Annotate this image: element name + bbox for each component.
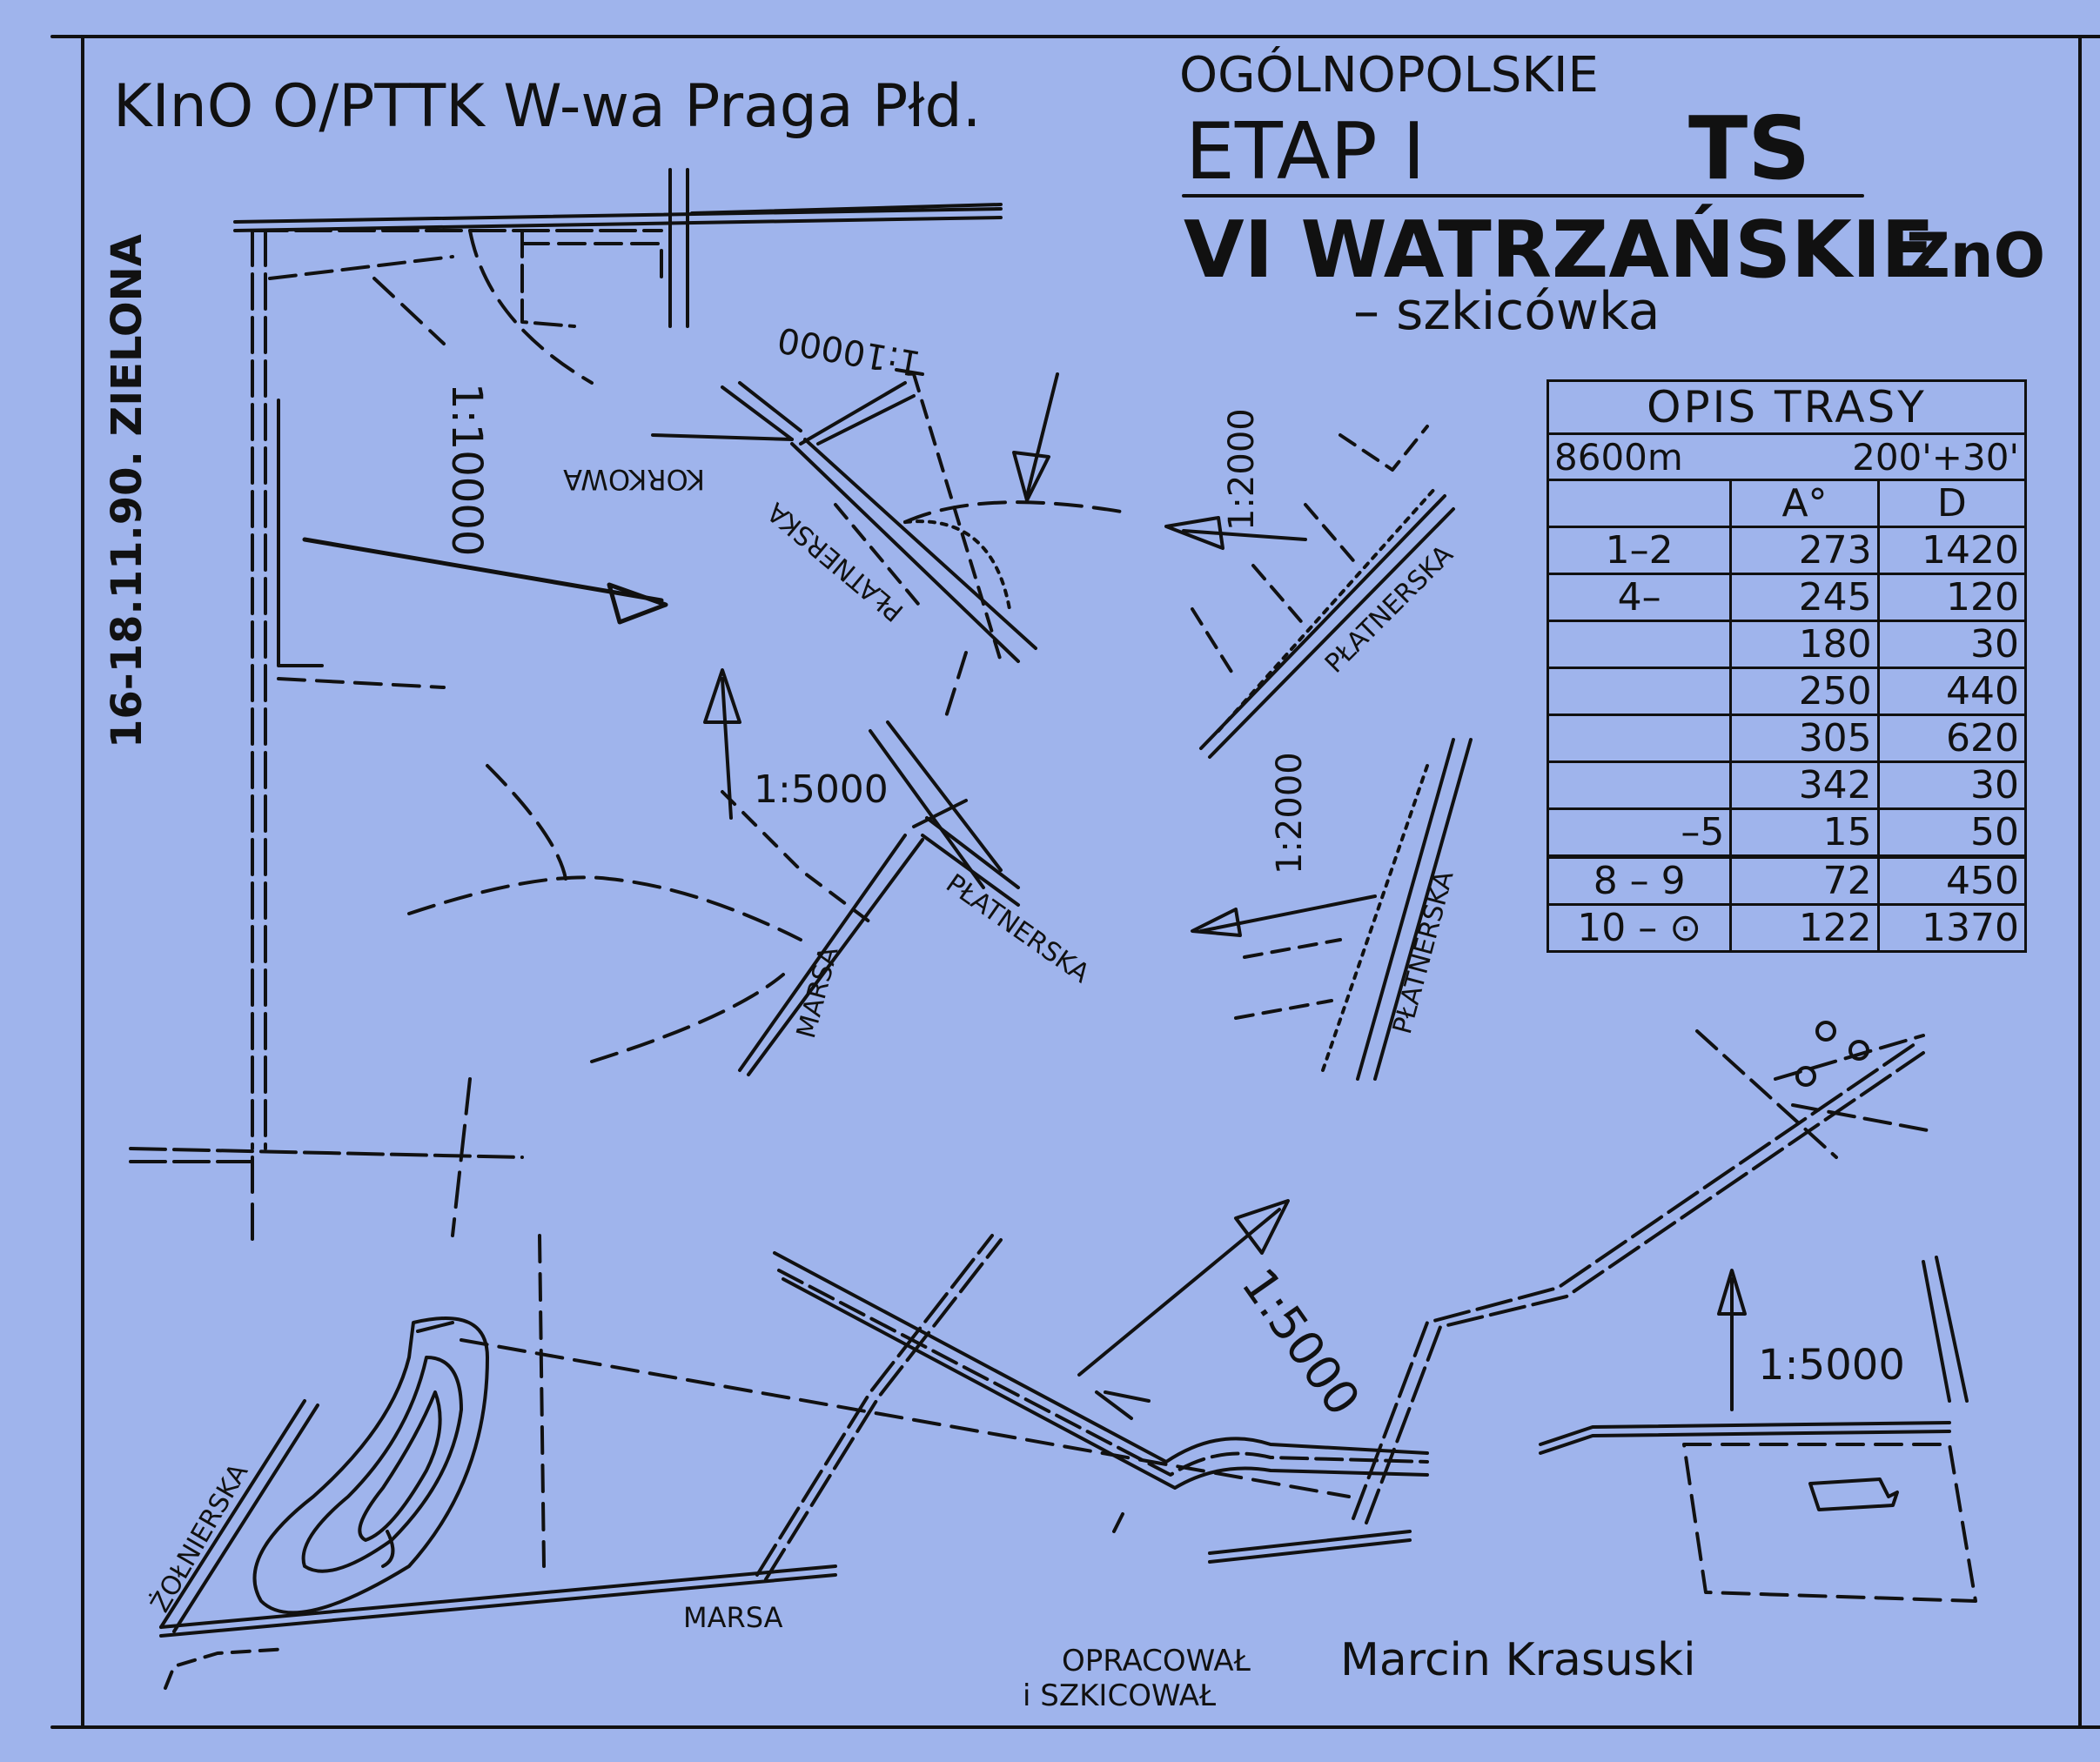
- footer-author: Marcin Krasuski: [1340, 1634, 1696, 1686]
- row-seg: –5: [1546, 807, 1733, 859]
- scale-2: 1:10000: [775, 318, 924, 383]
- row-distance: 30: [1876, 620, 2028, 669]
- row-seg: 4–: [1546, 573, 1733, 622]
- row-seg: [1546, 760, 1733, 810]
- finish-sketch: [1539, 1021, 1977, 1603]
- table-time: 200'+30': [1852, 435, 2019, 479]
- scale-3: 1:5000: [754, 767, 889, 812]
- title-line2: ETAP I: [1185, 106, 1426, 198]
- footer-line1: OPRACOWAŁ: [1062, 1644, 1251, 1678]
- row-distance: 30: [1876, 760, 2028, 810]
- street-platnerska-4: PŁATNERSKA: [1387, 868, 1460, 1037]
- row-distance: 1370: [1876, 903, 2028, 953]
- title-line4: – szkicówka: [1353, 281, 1660, 342]
- platnerska-sketch-lower: [1191, 738, 1473, 1081]
- row-seg: [1546, 667, 1733, 716]
- scale-6: 1:5000: [1231, 1258, 1371, 1425]
- table-header-distance: D: [1876, 479, 2028, 528]
- row-distance: 450: [1876, 855, 2028, 906]
- street-marsa-1: MARSA: [791, 943, 845, 1042]
- street-marsa-2: MARSA: [683, 1601, 783, 1634]
- row-seg: 8 – 9: [1546, 855, 1733, 906]
- row-seg: 10 – ⊙: [1546, 903, 1733, 953]
- row-azimuth: 305: [1729, 714, 1880, 763]
- street-korkowa: KORKOWA: [563, 463, 705, 496]
- row-azimuth: 72: [1729, 855, 1880, 906]
- zolnierska-sketch: [159, 1042, 1925, 1690]
- row-azimuth: 122: [1729, 903, 1880, 953]
- page-frame: [50, 35, 2100, 1729]
- date-place: 16-18.11.90. ZIELONA: [103, 234, 151, 748]
- row-distance: 50: [1876, 807, 2028, 859]
- row-distance: 620: [1876, 714, 2028, 763]
- title-line2b: TS: [1688, 97, 1810, 199]
- platnerska-sketch-upper: [1164, 425, 1455, 759]
- scale-4: 1:2000: [1222, 408, 1262, 531]
- scale-5: 1:2000: [1270, 752, 1310, 874]
- row-seg: [1546, 714, 1733, 763]
- marsa-crossing-sketch: [407, 668, 1020, 1076]
- row-distance: 1420: [1876, 526, 2028, 575]
- row-distance: 120: [1876, 573, 2028, 622]
- corridor-left: [129, 168, 1003, 1246]
- row-seg: [1546, 620, 1733, 669]
- korkowa-sketch: [651, 368, 1133, 724]
- row-azimuth: 245: [1729, 573, 1880, 622]
- street-platnerska-3: PŁATNERSKA: [1319, 539, 1459, 680]
- row-seg: 1–2: [1546, 526, 1733, 575]
- table-header-empty: [1546, 479, 1733, 528]
- row-azimuth: 15: [1729, 807, 1880, 859]
- title-line3: VI WATRZAŃSKIE: [1184, 203, 1935, 296]
- club-name: KInO O/PTTK W-wa Praga Płd.: [113, 72, 981, 141]
- table-distance-time: 8600m 200'+30': [1546, 432, 2027, 481]
- row-azimuth: 250: [1729, 667, 1880, 716]
- table-title: OPIS TRASY: [1546, 379, 2027, 435]
- title-line3b: ZnO: [1906, 220, 2045, 291]
- title-line1: OGÓLNOPOLSKIE: [1179, 47, 1599, 104]
- row-azimuth: 180: [1729, 620, 1880, 669]
- footer-line2: i SZKICOWAŁ: [1023, 1678, 1216, 1713]
- scale-7: 1:5000: [1758, 1341, 1905, 1390]
- table-distance: 8600m: [1554, 435, 1683, 479]
- table-header-azimuth: A°: [1729, 479, 1880, 528]
- scale-1: 1:10000: [442, 383, 491, 556]
- row-azimuth: 342: [1729, 760, 1880, 810]
- row-distance: 440: [1876, 667, 2028, 716]
- row-azimuth: 273: [1729, 526, 1880, 575]
